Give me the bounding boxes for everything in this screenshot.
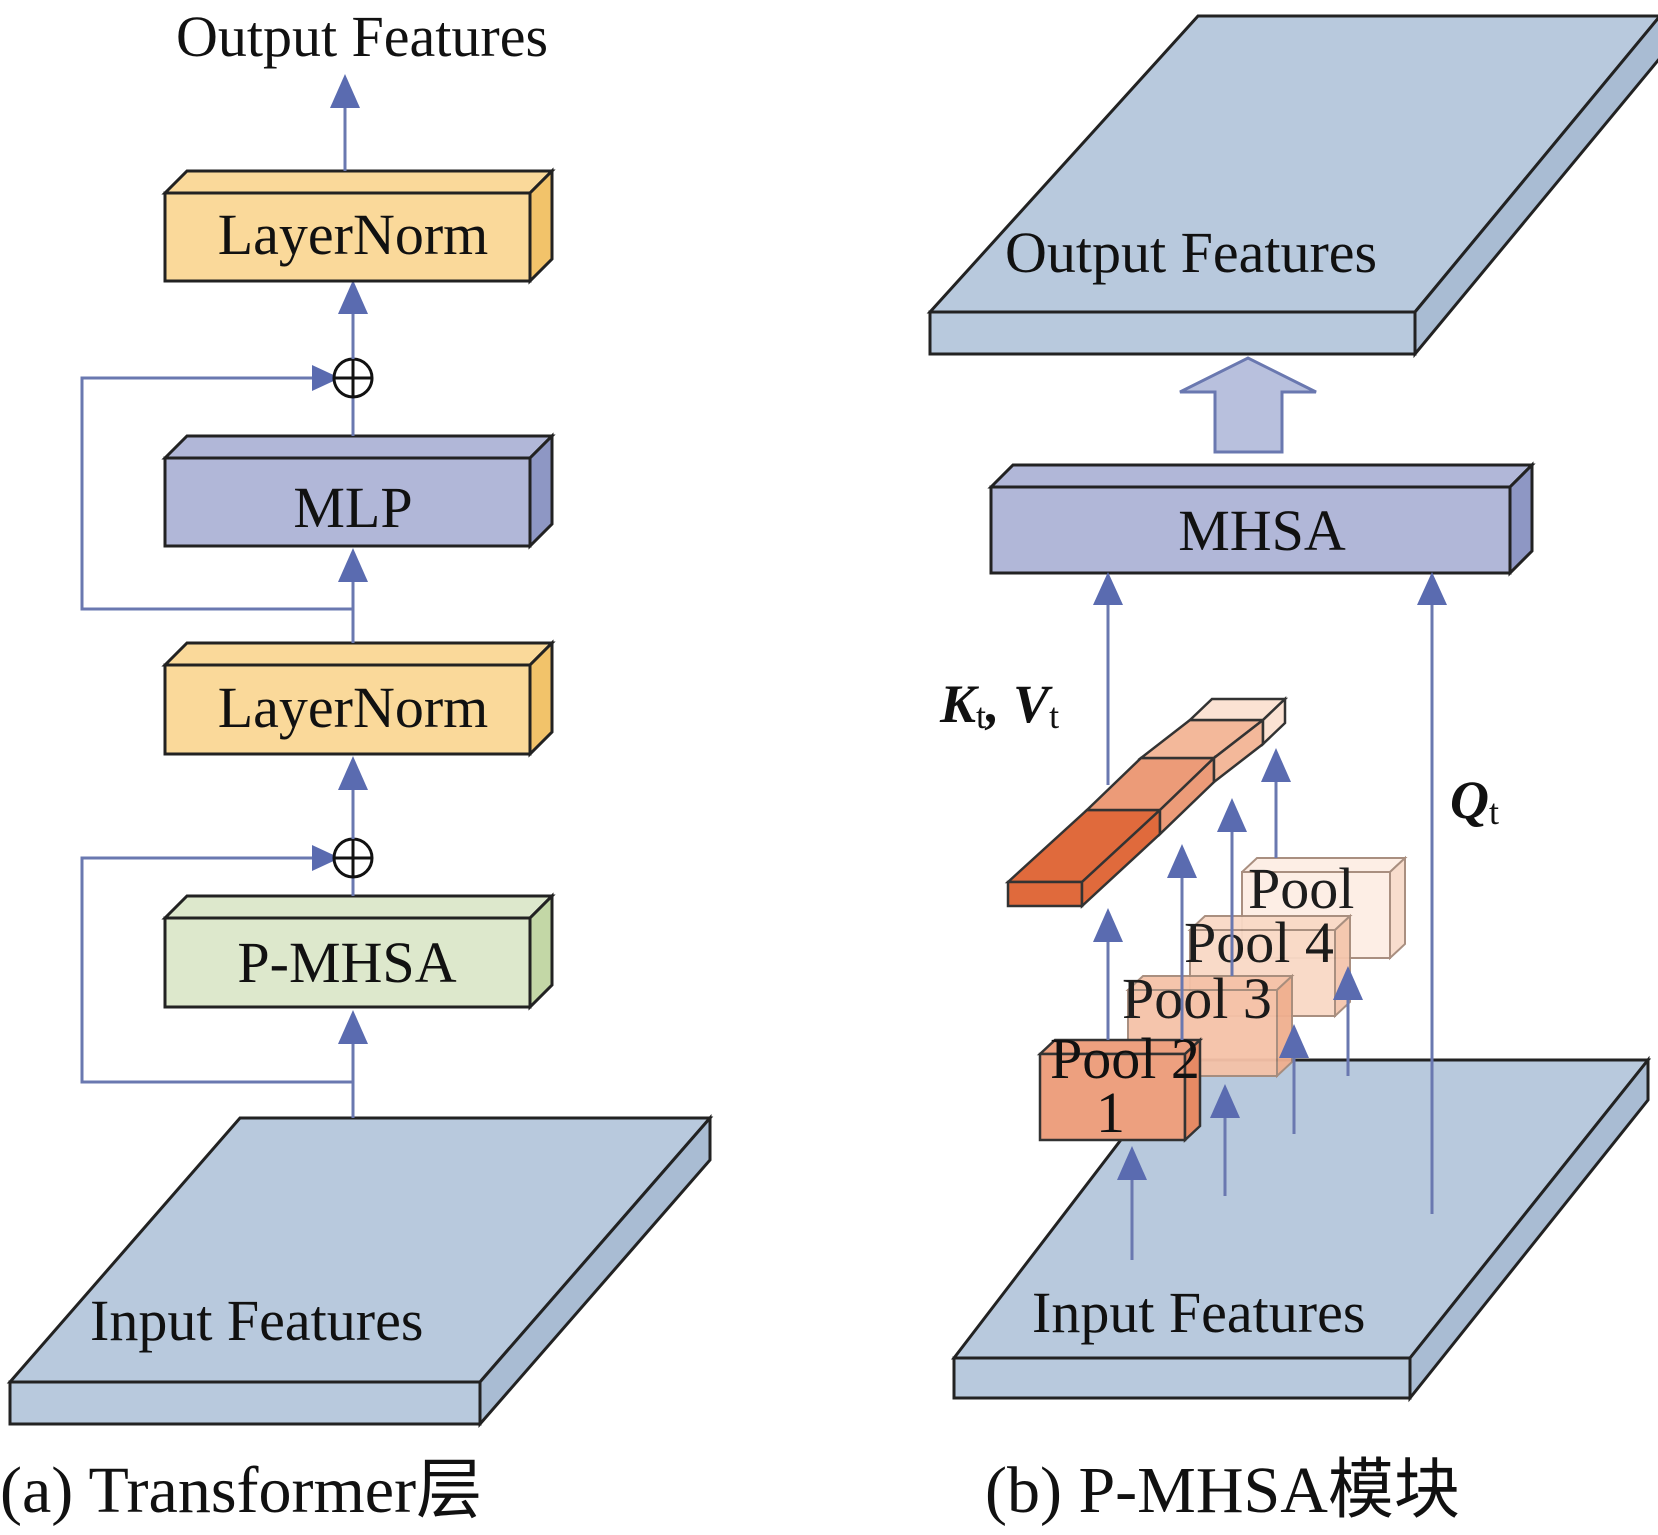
pool-top-label: Pool	[1248, 856, 1354, 921]
input-features-label-a: Input Features	[90, 1288, 423, 1353]
pool-1-number: 1	[1096, 1080, 1125, 1145]
panel-b: Output Features MHSA Input Features Qt	[926, 14, 1658, 1527]
arrow-add-to-layernorm-top	[338, 280, 368, 359]
mhsa-block: MHSA	[987, 461, 1536, 577]
output-features-label-b: Output Features	[1005, 220, 1377, 285]
pool-4-label: Pool 4	[1184, 910, 1334, 975]
arrow-pool4-in	[1333, 966, 1363, 1076]
arrow-pool3-in	[1279, 1024, 1309, 1134]
pool-3-label: Pool 3	[1122, 966, 1272, 1031]
caption-b: (b) P-MHSA模块	[985, 1454, 1460, 1527]
panel-a: Input Features P-MHSA	[0, 4, 714, 1527]
arrow-to-output-a	[330, 74, 360, 171]
arrow-q	[1417, 572, 1447, 1214]
layernorm-mid-label: LayerNorm	[218, 675, 489, 740]
skip-connection-upper	[80, 365, 353, 611]
mhsa-label: MHSA	[1178, 498, 1346, 563]
add-node-upper	[332, 357, 374, 399]
caption-a: (a) Transformer层	[0, 1454, 482, 1527]
pool-block-1: Pool 2 1	[1036, 1026, 1204, 1145]
arrow-pool2-out	[1167, 844, 1197, 1040]
pmhsa-block: P-MHSA	[161, 892, 556, 1011]
arrow-kv	[1093, 572, 1123, 785]
arrow-pool2-in	[1210, 1084, 1240, 1196]
arrow-layernorm-to-mlp	[338, 548, 368, 643]
skip-connection-lower	[80, 845, 353, 1084]
arrow-pool1-out	[1093, 908, 1123, 1040]
kv-label: Kt, Vt	[939, 674, 1059, 736]
mlp-block: MLP	[161, 432, 556, 550]
arrow-input-to-pmhsa	[338, 1010, 368, 1118]
layernorm-block-mid: LayerNorm	[161, 639, 556, 758]
pool-block-3: Pool 3	[1122, 966, 1295, 1079]
input-features-label-b: Input Features	[1032, 1280, 1365, 1345]
arrow-pool1-in	[1117, 1146, 1147, 1260]
layernorm-top-label: LayerNorm	[218, 202, 489, 267]
big-up-arrow	[1179, 356, 1317, 454]
add-node-lower	[332, 837, 374, 879]
pmhsa-label: P-MHSA	[237, 930, 456, 995]
output-features-plate-b: Output Features	[926, 14, 1658, 359]
q-label: Qt	[1450, 770, 1499, 832]
arrow-pool4-out	[1261, 748, 1291, 858]
arrow-add-to-layernorm	[338, 756, 368, 839]
pooled-token-bar	[1004, 696, 1289, 909]
pool-2-label: Pool 2	[1050, 1026, 1200, 1091]
input-features-plate-a: Input Features	[6, 1113, 714, 1429]
mlp-label: MLP	[293, 475, 412, 540]
arrow-pool3-out	[1217, 798, 1247, 976]
layernorm-block-top: LayerNorm	[161, 167, 556, 285]
output-features-label-a: Output Features	[176, 4, 548, 69]
